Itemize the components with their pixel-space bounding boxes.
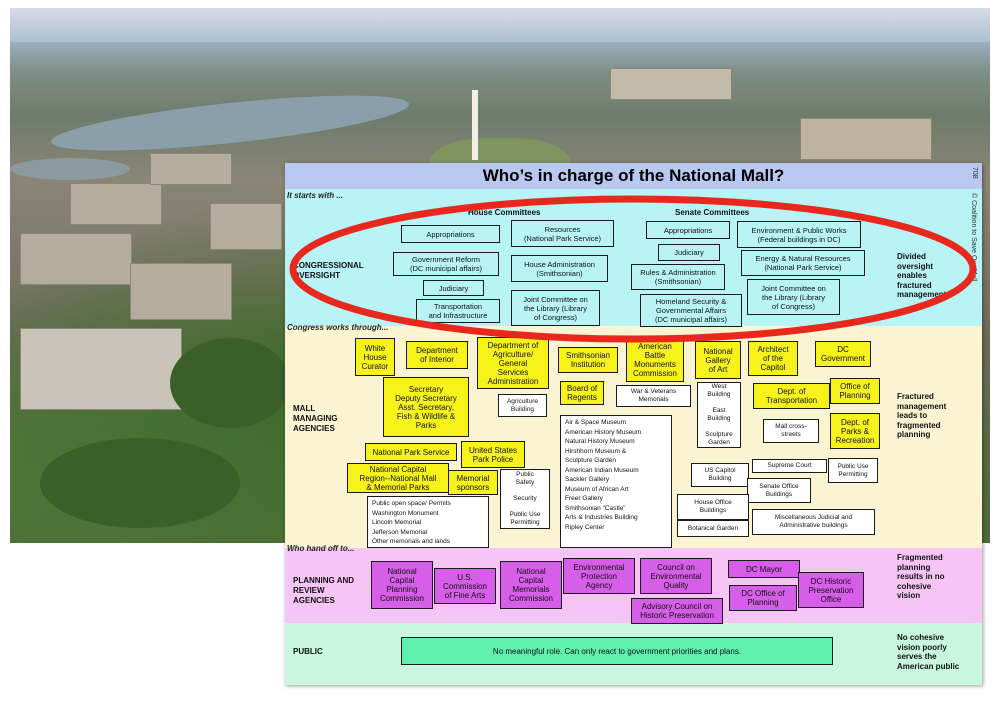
- advisory-council-historic-preservation: Advisory Council on Historic Preservatio…: [631, 598, 723, 624]
- supreme-court: Supreme Court: [752, 459, 827, 473]
- sky: [10, 8, 990, 42]
- senate-appropriations: Appropriations: [646, 221, 730, 239]
- house-government-reform: Government Reform (DC municipal affairs): [393, 252, 499, 276]
- misc-judicial-admin-buildings: Miscellaneous Judicial and Administrativ…: [752, 509, 875, 535]
- us-commission-of-fine-arts: U.S. Commission of Fine Arts: [434, 568, 496, 604]
- nga-buildings: West Building East Building Sculpture Ga…: [697, 382, 741, 448]
- dept-of-transportation: Dept. of Transportation: [753, 383, 830, 409]
- house-transportation: Transportation and Infrastructure: [416, 299, 500, 323]
- river: [48, 84, 412, 162]
- national-gallery-of-art: National Gallery of Art: [695, 341, 741, 379]
- national-capital-planning-commission: National Capital Planning Commission: [371, 561, 433, 609]
- house-office-buildings: House Office Buildings: [677, 494, 749, 520]
- senate-office-buildings: Senate Office Buildings: [747, 478, 811, 503]
- war-veterans-memorials: War & Veterans Memorials: [616, 385, 691, 407]
- org-chart-poster: Who’s in charge of the National Mall? 70…: [285, 163, 982, 685]
- council-on-environmental-quality: Council on Environmental Quality: [640, 558, 712, 594]
- house-appropriations: Appropriations: [401, 225, 500, 243]
- agriculture-building: Agriculture Building: [498, 394, 547, 417]
- title-band: [285, 163, 982, 189]
- building: [20, 233, 132, 285]
- senate-energy-natural-resources: Energy & Natural Resources (National Par…: [741, 250, 865, 276]
- house-judiciary: Judiciary: [423, 280, 484, 296]
- botanical-garden: Botanical Garden: [677, 520, 749, 537]
- mall-cross-streets: Mall cross- streets: [763, 419, 819, 443]
- us-capitol-building: US Capitol Building: [691, 463, 749, 487]
- senate-judiciary: Judiciary: [658, 244, 720, 261]
- department-of-interior: Department of Interior: [406, 341, 468, 369]
- dc-government: DC Government: [815, 341, 871, 367]
- office-of-planning: Office of Planning: [830, 378, 880, 404]
- park-police-duties: Public Safety Security Public Use Permit…: [500, 469, 550, 529]
- building: [150, 153, 232, 185]
- national-park-service: National Park Service: [365, 443, 457, 461]
- white-house-curator: White House Curator: [355, 338, 395, 376]
- side-note-mall: Fractured management leads to fragmented…: [897, 392, 947, 439]
- dc-historic-preservation-office: DC Historic Preservation Office: [798, 572, 864, 608]
- nps-memorials-list: Public open space/ Permits Washington Mo…: [367, 496, 489, 548]
- senate-environment-public-works: Environment & Public Works (Federal buil…: [737, 221, 861, 248]
- senate-homeland-security: Homeland Security & Governmental Affairs…: [640, 294, 742, 327]
- row-label-public: PUBLIC: [293, 647, 323, 656]
- department-of-agriculture-gsa: Department of Agriculture/ General Servi…: [477, 337, 549, 389]
- public-use-permitting: Public Use Permitting: [828, 458, 878, 483]
- smithsonian-institution: Smithsonian Institution: [558, 347, 618, 373]
- senate-rules-administration: Rules & Administration (Smithsonian): [631, 264, 725, 290]
- public-role: No meaningful role. Can only react to go…: [401, 637, 833, 665]
- smithsonian-museums-list: Air & Space Museum American History Muse…: [560, 415, 672, 548]
- building: [800, 118, 932, 160]
- house-joint-library: Joint Committee on the Library (Library …: [511, 290, 600, 326]
- interior-secretaries: Secretary Deputy Secretary Asst. Secreta…: [383, 377, 469, 437]
- building: [610, 68, 732, 100]
- house-administration: House Administration (Smithsonian): [511, 255, 608, 282]
- house-heading: House Committees: [468, 208, 541, 217]
- board-of-regents: Board of Regents: [560, 381, 604, 405]
- trees: [170, 338, 290, 428]
- national-capital-region: National Capital Region--National Mall &…: [347, 463, 449, 493]
- congress-band: [285, 189, 982, 326]
- intro-congress: It starts with ...: [287, 191, 344, 200]
- architect-of-the-capitol: Architect of the Capitol: [748, 341, 798, 376]
- environmental-protection-agency: Environmental Protection Agency: [563, 558, 635, 594]
- river: [10, 158, 130, 180]
- dc-mayor: DC Mayor: [728, 560, 800, 578]
- trees: [40, 438, 240, 528]
- poster-code: 708: [971, 167, 978, 179]
- house-resources: Resources (National Park Service): [511, 220, 614, 247]
- row-label-planning: PLANNING AND REVIEW AGENCIES: [293, 576, 355, 605]
- dc-office-of-planning: DC Office of Planning: [729, 585, 797, 611]
- side-note-congressional: Divided oversight enables fractured mana…: [897, 252, 947, 299]
- senate-joint-library: Joint Committee on the Library (Library …: [747, 279, 840, 315]
- american-battle-monuments-commission: American Battle Monuments Commission: [626, 338, 684, 382]
- building: [20, 328, 182, 410]
- senate-heading: Senate Committees: [675, 208, 750, 217]
- intro-agencies: Congress works through...: [287, 323, 389, 332]
- chart-title: Who’s in charge of the National Mall?: [482, 166, 785, 185]
- side-note-planning: Fragmented planning results in no cohesi…: [897, 553, 945, 600]
- intro-planning: Who hand off to...: [287, 544, 355, 553]
- side-note-public: No cohesive vision poorly serves the Ame…: [897, 633, 960, 671]
- building: [70, 183, 162, 225]
- memorial-sponsors: Memorial sponsors: [448, 470, 498, 495]
- row-label-mall: MALL MANAGING AGENCIES: [293, 404, 338, 433]
- national-capital-memorials-commission: National Capital Memorials Commission: [500, 561, 562, 609]
- building: [130, 263, 232, 320]
- row-label-congressional: CONGRESSIONAL OVERSIGHT: [293, 261, 364, 280]
- washington-monument: [472, 90, 478, 160]
- dept-of-parks-recreation: Dept. of Parks & Recreation: [830, 413, 880, 449]
- us-park-police: United States Park Police: [461, 441, 525, 468]
- building: [210, 203, 282, 250]
